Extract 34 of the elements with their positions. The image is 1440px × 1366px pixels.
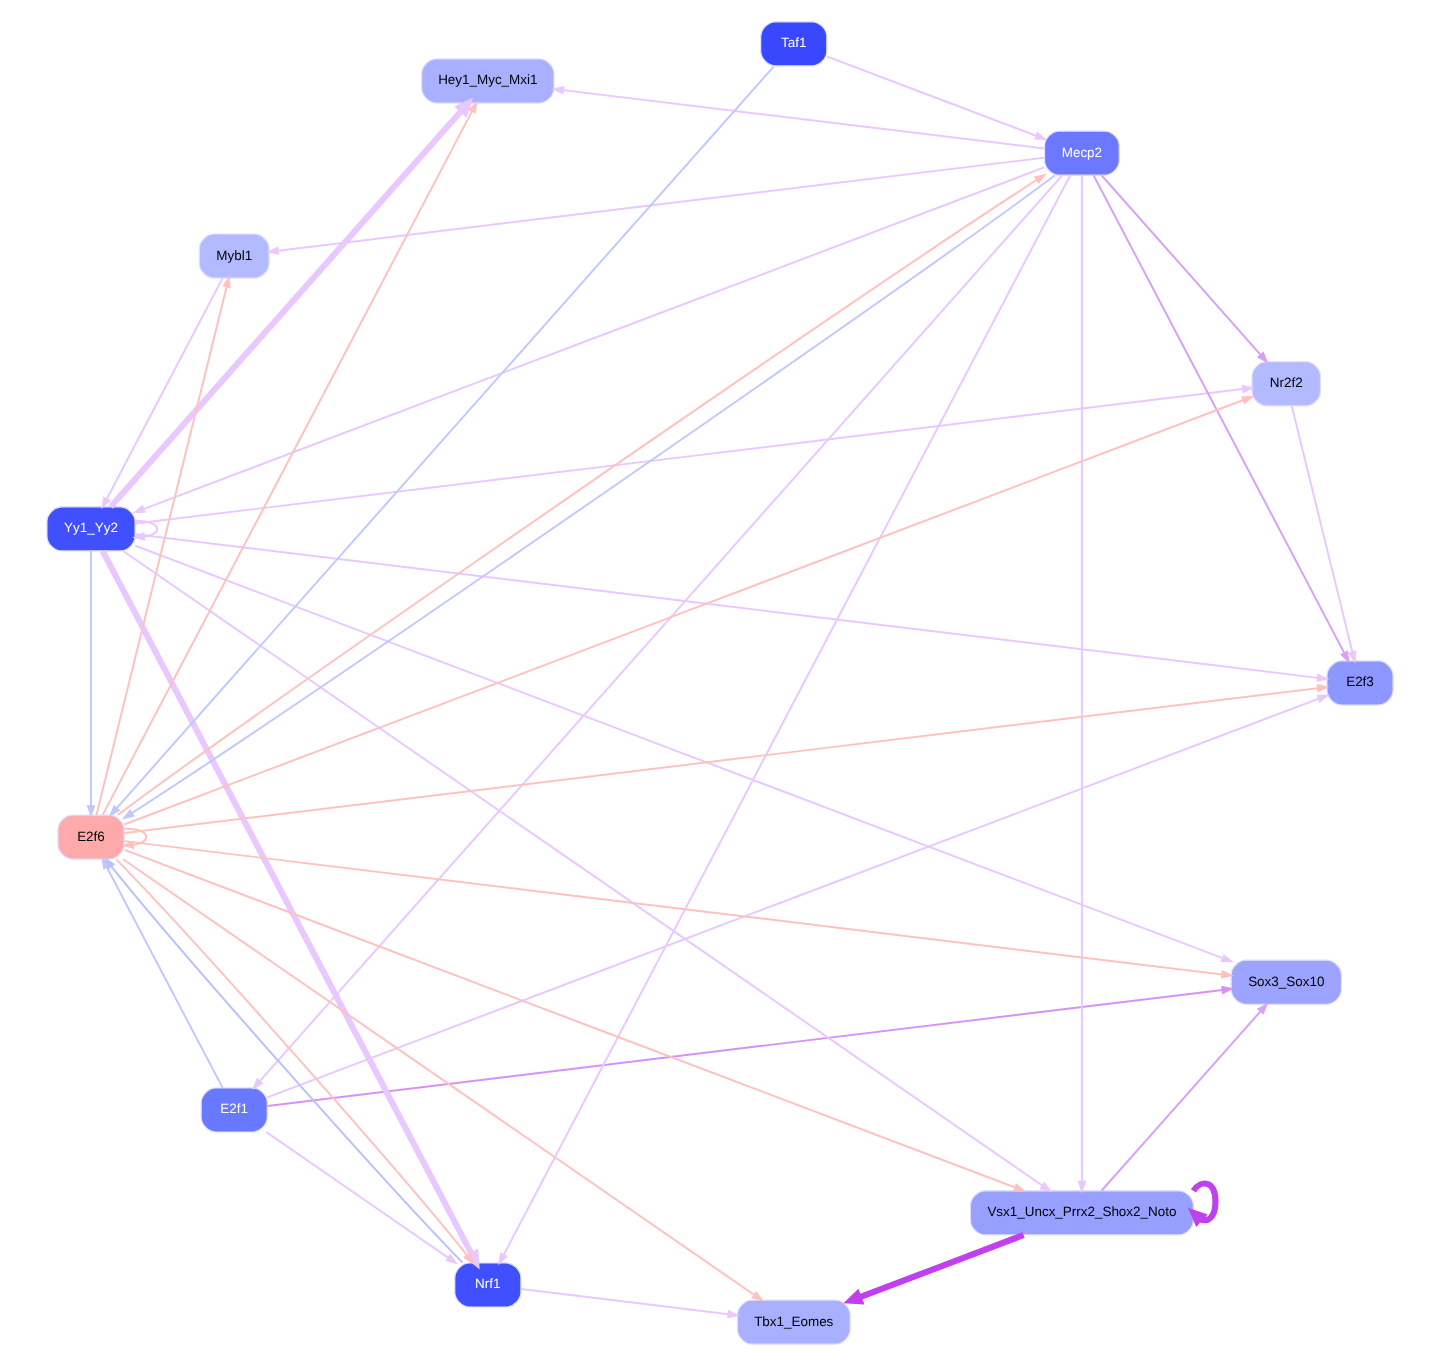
- arrow: [826, 55, 1048, 140]
- arrow: [123, 395, 1255, 826]
- arrow: [95, 275, 231, 816]
- arrow: [122, 550, 1053, 1193]
- arrow: [843, 1232, 1025, 1305]
- arrow: [132, 519, 159, 541]
- arrow: [108, 65, 775, 818]
- arrow: [1290, 405, 1357, 664]
- arrow: [134, 384, 1255, 525]
- arrow: [251, 174, 1064, 1091]
- arrow: [123, 840, 1234, 979]
- arrow: [121, 827, 148, 850]
- arrow: [551, 85, 1046, 150]
- arrow: [520, 1288, 741, 1319]
- arrow: [1187, 1180, 1219, 1227]
- arrow: [1092, 174, 1350, 664]
- arrow: [266, 156, 1046, 255]
- arrow: [86, 550, 96, 818]
- arrow: [266, 985, 1235, 1107]
- arrow: [134, 544, 1234, 963]
- arrow: [134, 533, 1330, 683]
- arrow: [122, 858, 764, 1302]
- arrow: [266, 694, 1330, 1099]
- arrow: [498, 174, 1072, 1266]
- arrow: [108, 97, 474, 509]
- arrow: [1100, 1002, 1269, 1192]
- arrow: [123, 683, 1330, 835]
- arrow: [132, 166, 1046, 514]
- arrow: [123, 848, 1027, 1192]
- arrow: [101, 277, 224, 510]
- arrow: [101, 100, 478, 816]
- arrow: [1100, 174, 1269, 364]
- arrow: [1077, 174, 1087, 1194]
- arrow: [265, 1131, 459, 1265]
